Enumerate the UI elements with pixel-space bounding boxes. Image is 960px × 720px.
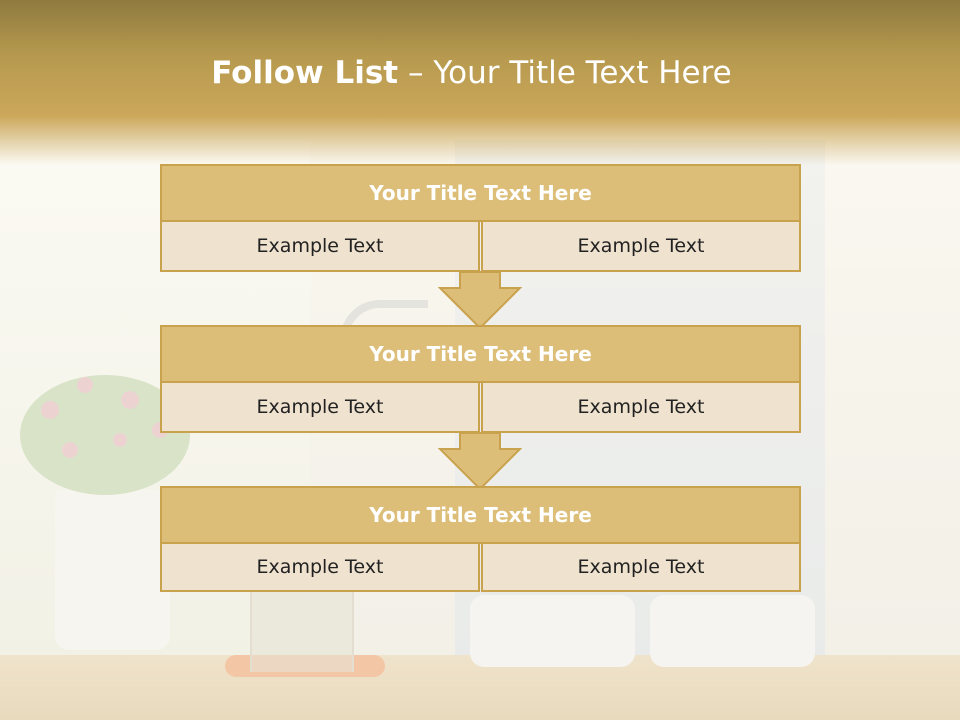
step-left-text: Example Text xyxy=(160,542,480,592)
step-title: Your Title Text Here xyxy=(160,164,801,222)
background-cup-right xyxy=(650,595,815,667)
slide-title-rest: – Your Title Text Here xyxy=(398,55,732,91)
down-arrow-icon xyxy=(438,271,522,330)
step-right-text: Example Text xyxy=(481,542,801,592)
header-band xyxy=(0,0,960,165)
slide-title: Follow List – Your Title Text Here xyxy=(0,55,943,91)
step-box-1: Your Title Text Here Example Text Exampl… xyxy=(160,164,801,272)
background-flowers xyxy=(20,375,190,495)
step-title: Your Title Text Here xyxy=(160,486,801,544)
background-cup-left xyxy=(470,595,635,667)
step-right-text: Example Text xyxy=(481,220,801,272)
step-box-2: Your Title Text Here Example Text Exampl… xyxy=(160,325,801,433)
down-arrow-icon xyxy=(438,432,522,491)
step-left-text: Example Text xyxy=(160,381,480,433)
step-right-text: Example Text xyxy=(481,381,801,433)
slide-title-bold: Follow List xyxy=(211,55,399,91)
step-title: Your Title Text Here xyxy=(160,325,801,383)
step-left-text: Example Text xyxy=(160,220,480,272)
step-box-3: Your Title Text Here Example Text Exampl… xyxy=(160,486,801,592)
background-flower-pot xyxy=(55,490,170,650)
